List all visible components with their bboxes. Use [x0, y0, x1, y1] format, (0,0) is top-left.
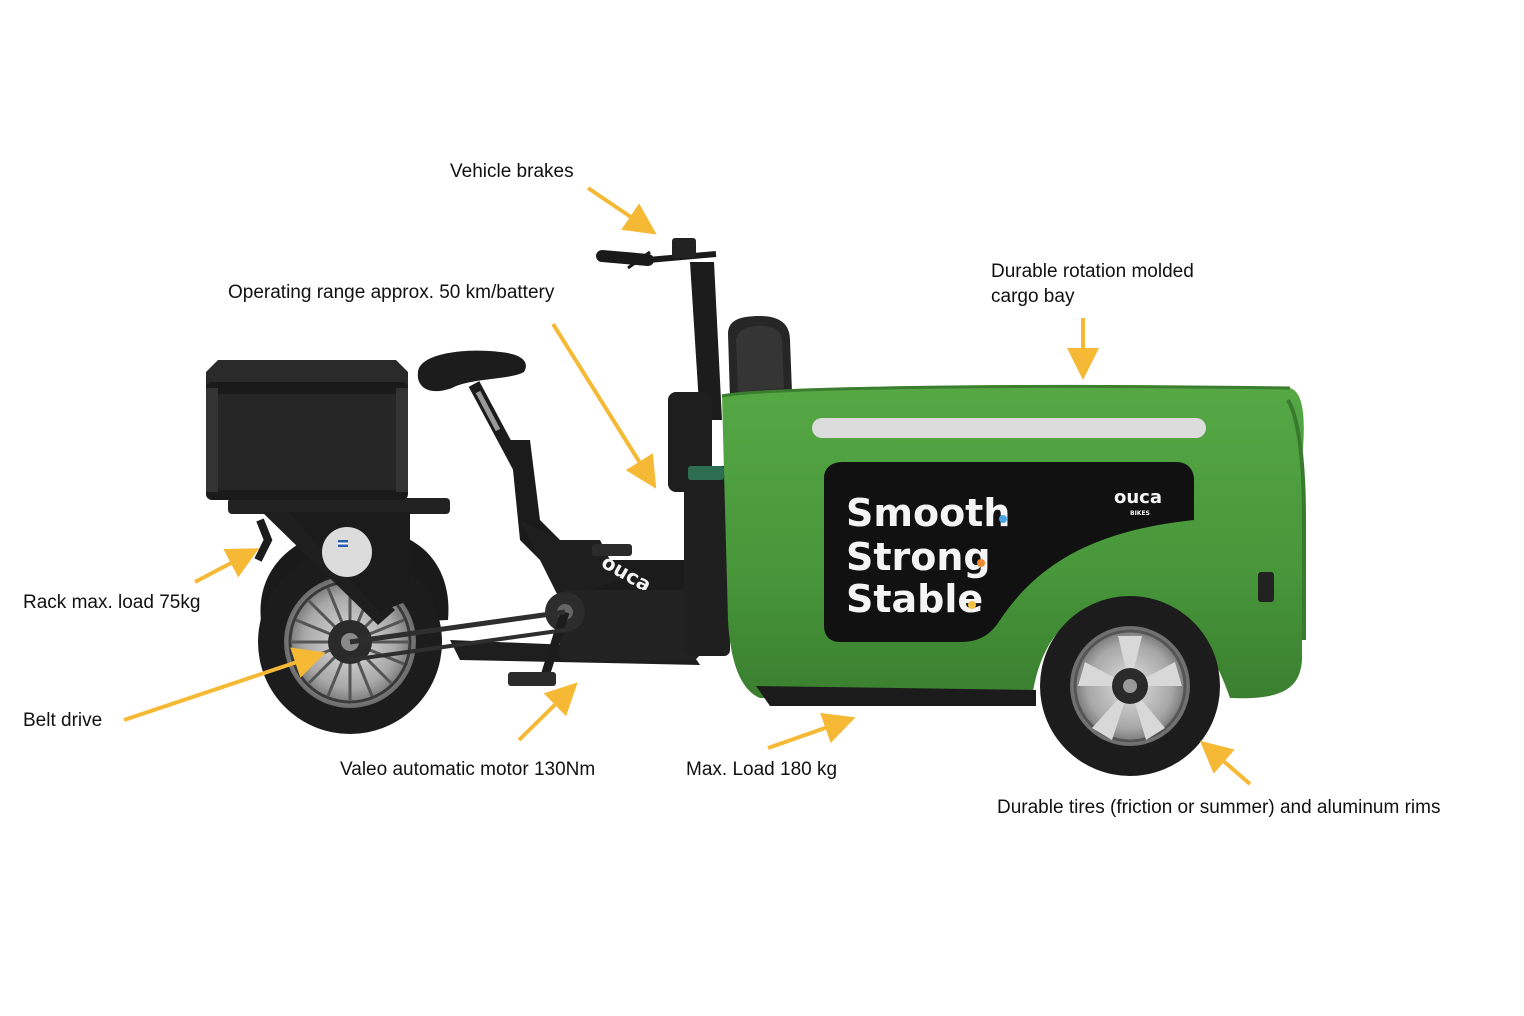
saddle	[417, 350, 526, 473]
label-operating-range: Operating range approx. 50 km/battery	[228, 282, 555, 303]
backrest	[728, 316, 792, 398]
rear-rack	[228, 498, 450, 625]
top-case	[206, 360, 408, 500]
label-motor: Valeo automatic motor 130Nm	[340, 759, 596, 780]
belt	[349, 609, 566, 645]
cargo-light-strip	[812, 418, 1206, 438]
arrow-operating-range	[551, 322, 657, 489]
label-max-load: Max. Load 180 kg	[686, 759, 838, 780]
slogan-line-1: Smooth	[846, 491, 1010, 535]
arrow-motor	[517, 682, 578, 742]
motor-housing	[560, 590, 700, 660]
label-cargo-bay-line-2: cargo bay	[991, 286, 1075, 307]
label-belt-drive: Belt drive	[23, 710, 103, 731]
brand-logo: ouca	[1114, 487, 1162, 508]
arrow-rack-load	[194, 548, 260, 584]
slogan-dot-yellow	[968, 601, 976, 609]
cargo-bay	[721, 384, 1306, 706]
arrow-tires	[1199, 740, 1252, 786]
steering	[596, 238, 730, 656]
tail-light	[1258, 572, 1274, 602]
slogan-dot-blue	[999, 515, 1007, 523]
label-cargo-bay-line-1: Durable rotation molded	[991, 261, 1194, 282]
slogan-panel	[824, 462, 1194, 642]
slogan: Smooth Strong Stable ouca BIKES	[846, 487, 1162, 621]
pedal	[508, 672, 556, 686]
arrow-max-load	[767, 712, 856, 750]
front-wheel	[1040, 596, 1220, 776]
slogan-line-2: Strong	[846, 535, 991, 579]
label-tires: Durable tires (friction or summer) and a…	[997, 797, 1441, 818]
brand-logo-sub: BIKES	[1130, 510, 1150, 517]
arrow-belt-drive	[123, 647, 326, 722]
slogan-line-3: Stable	[846, 577, 983, 621]
label-cargo-bay: Durable rotation molded cargo bay	[991, 259, 1194, 309]
label-rack-load: Rack max. load 75kg	[23, 592, 201, 613]
slogan-dot-orange	[977, 559, 985, 567]
main-frame: ouca	[349, 440, 705, 686]
label-vehicle-brakes: Vehicle brakes	[450, 161, 574, 182]
annotation-arrows	[123, 186, 1252, 786]
made-in-finland-badge	[322, 527, 372, 577]
arrow-vehicle-brakes	[586, 186, 657, 235]
